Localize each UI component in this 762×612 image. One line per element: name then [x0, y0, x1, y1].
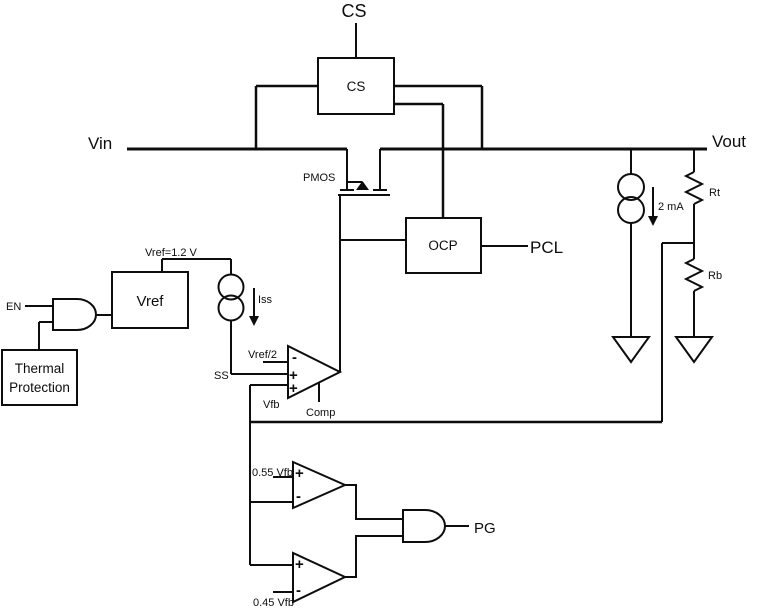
- ocp-block: [405, 217, 482, 274]
- cs-pin-label: CS: [341, 1, 366, 21]
- load-circle-bottom: [617, 196, 645, 224]
- iss-circle-bottom: [217, 294, 245, 322]
- iss-current-source: [217, 273, 245, 322]
- load-arrowhead: [648, 216, 658, 226]
- ground-symbol-left: [611, 336, 651, 364]
- wire-upper-comp-out: [345, 484, 403, 520]
- thermal-label-line1: Thermal: [15, 361, 65, 376]
- comp-label: Comp: [306, 407, 335, 419]
- upper-threshold-label: 0.55 Vfb: [252, 467, 293, 479]
- resistor-rb: [683, 258, 705, 292]
- upper-comp-minus-sign: -: [296, 488, 301, 505]
- lower-pg-comparator: [292, 551, 348, 604]
- resistor-rt: [683, 171, 705, 205]
- pg-and-gate: [402, 509, 446, 543]
- lower-comp-minus-sign: -: [296, 582, 301, 599]
- wires: [25, 23, 707, 593]
- iss-circle-top: [217, 273, 245, 301]
- iss-arrowhead: [249, 316, 259, 326]
- upper-comp-plus-sign: +: [295, 465, 304, 482]
- error-amplifier: [287, 344, 343, 400]
- lower-threshold-label: 0.45 Vfb: [253, 597, 294, 609]
- pmos-label: PMOS: [303, 172, 335, 184]
- rb-label: Rb: [708, 270, 722, 282]
- thermal-label-line2: Protection: [9, 380, 70, 395]
- en-label: EN: [6, 301, 21, 313]
- error-amp-minus-sign: -: [292, 349, 297, 366]
- load-current-source: [617, 173, 645, 224]
- vref-block-label: Vref: [137, 293, 165, 310]
- iss-label: Iss: [258, 294, 273, 306]
- vin-label: Vin: [88, 134, 112, 153]
- cs-block-label: CS: [347, 79, 366, 94]
- load-current-label: 2 mA: [658, 201, 684, 213]
- vout-label: Vout: [712, 132, 746, 151]
- vref-value-label: Vref=1.2 V: [145, 247, 198, 259]
- pcl-label: PCL: [530, 238, 563, 257]
- error-amp-plus1-sign: +: [289, 367, 298, 384]
- rt-label: Rt: [709, 187, 720, 199]
- lower-comp-plus-sign: +: [295, 556, 304, 573]
- ocp-block-label: OCP: [428, 238, 457, 253]
- pmos-bulk-arrow: [356, 181, 369, 190]
- ss-label: SS: [214, 370, 229, 382]
- ground-symbol-right: [674, 336, 714, 364]
- load-circle-top: [617, 173, 645, 201]
- pg-label: PG: [474, 520, 496, 537]
- vref-block: [111, 271, 189, 329]
- enable-and-gate: [52, 298, 97, 331]
- vfb-label: Vfb: [263, 399, 280, 411]
- wire-lower-comp-out: [345, 535, 403, 578]
- vref-half-label: Vref/2: [248, 349, 277, 361]
- error-amp-plus2-sign: +: [289, 380, 298, 397]
- cs-block: [317, 57, 395, 115]
- thermal-protection-block: [1, 349, 78, 406]
- upper-pg-comparator: [292, 460, 348, 510]
